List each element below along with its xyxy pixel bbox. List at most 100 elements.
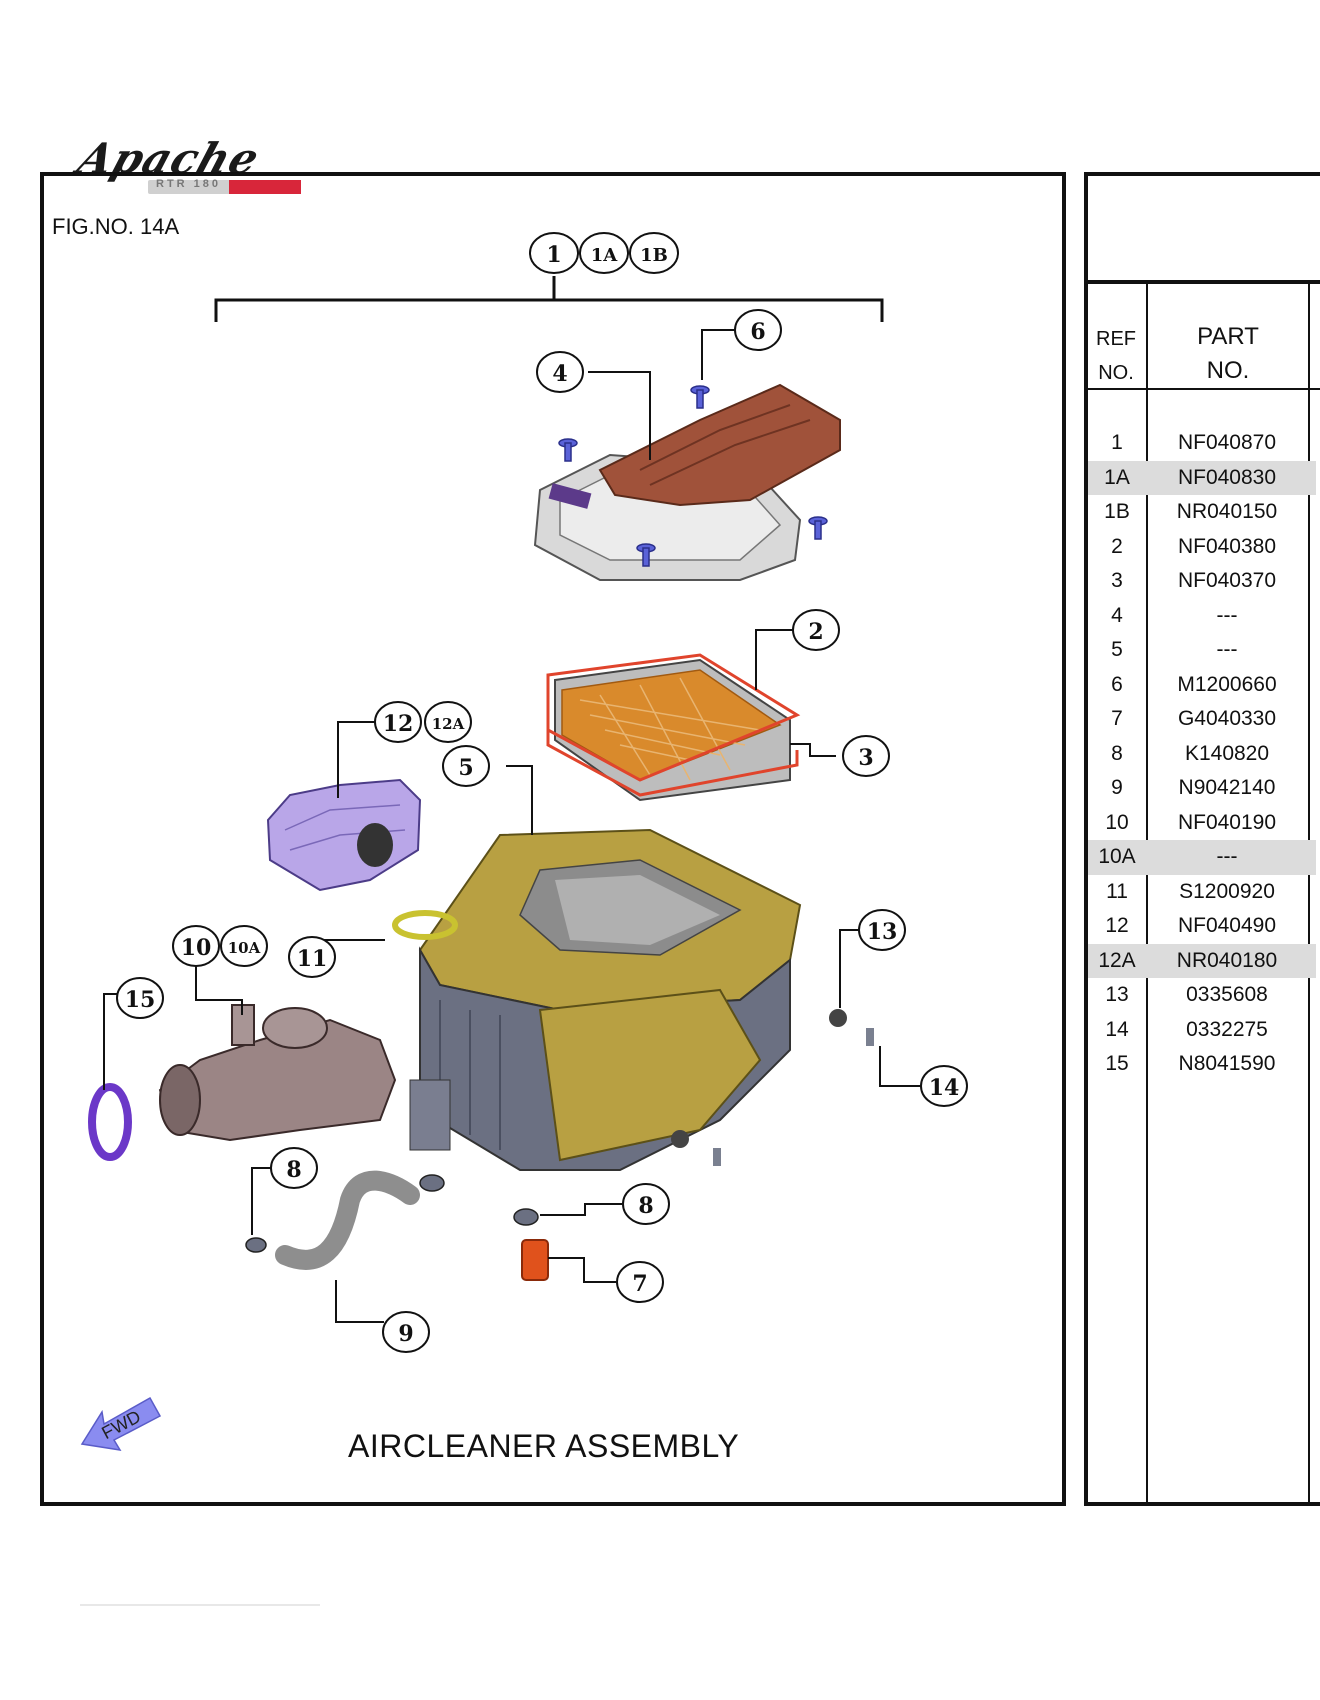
callout-13: 13 — [858, 909, 906, 951]
ref-no-cell: 3 — [1111, 569, 1123, 593]
logo-subtitle: RTR 180 — [156, 178, 222, 190]
svg-text:2: 2 — [808, 619, 823, 645]
table-column-divider — [1146, 282, 1148, 1504]
svg-text:1A: 1A — [591, 245, 619, 266]
ref-no-cell: 6 — [1111, 672, 1123, 696]
duct-clamp — [88, 1083, 132, 1161]
ref-no-cell: 1A — [1104, 465, 1130, 489]
part-no-cell: NR040150 — [1176, 500, 1278, 524]
part-no-cell: NR040180 — [1176, 948, 1278, 972]
callout-15: 15 — [116, 977, 164, 1019]
table-row: 5--- — [1088, 633, 1316, 668]
table-header-rule — [1084, 280, 1320, 284]
screw-icon — [636, 543, 656, 567]
ref-no-cell: 11 — [1106, 879, 1128, 903]
table-row: 4 --- — [1088, 599, 1316, 634]
header-ref-line2: NO. — [1098, 362, 1134, 384]
part-no-cell: NF040870 — [1177, 431, 1277, 455]
washer-and-bolt — [671, 1009, 874, 1166]
figure-frame — [40, 172, 1066, 1506]
airbox-housing — [409, 828, 802, 1171]
table-row: 10A--- — [1088, 840, 1316, 875]
callout-9: 9 — [382, 1311, 430, 1353]
hose-clips — [245, 1174, 539, 1253]
drain-tube — [275, 1170, 420, 1270]
assembly-title: AIRCLEANER ASSEMBLY — [348, 1428, 740, 1464]
part-no-cell: --- — [1216, 845, 1238, 869]
svg-text:7: 7 — [632, 1271, 647, 1297]
ref-no-cell: 9 — [1111, 776, 1123, 800]
callout-10: 10 — [172, 925, 220, 967]
header-ref-no: REF NO. — [1086, 322, 1146, 390]
table-row: 1B NR040150 — [1088, 495, 1316, 530]
callout-8: 8 — [622, 1183, 670, 1225]
hose-clamp — [392, 910, 458, 940]
header-part-line2: NO. — [1206, 357, 1250, 384]
table-row: 6 M1200660 — [1088, 668, 1316, 703]
screws — [558, 385, 828, 567]
callout-6: 6 — [734, 309, 782, 351]
svg-text:1: 1 — [546, 242, 561, 268]
part-no-cell: NF040370 — [1177, 569, 1277, 593]
svg-text:6: 6 — [750, 319, 765, 345]
svg-text:4: 4 — [552, 361, 567, 387]
part-no-cell: K140820 — [1184, 741, 1270, 765]
part-no-cell: N8041590 — [1178, 1052, 1276, 1076]
callout-3: 3 — [842, 735, 890, 777]
svg-text:12: 12 — [383, 711, 414, 737]
intake-snorkel — [266, 778, 422, 892]
callout-1: 1 — [529, 232, 579, 274]
callout-11: 11 — [288, 936, 336, 978]
callout-5: 5 — [442, 745, 490, 787]
screw-icon — [808, 516, 828, 540]
callout-14: 14 — [920, 1065, 968, 1107]
callout-7: 7 — [616, 1261, 664, 1303]
ref-no-cell: 4 — [1111, 603, 1123, 627]
ref-no-cell: 7 — [1111, 707, 1123, 731]
svg-text:3: 3 — [858, 745, 873, 771]
svg-text:10: 10 — [181, 935, 212, 961]
callout-12: 12 — [374, 701, 422, 743]
part-no-cell: --- — [1216, 638, 1238, 662]
svg-text:11: 11 — [297, 946, 328, 972]
header-ref-line1: REF — [1096, 328, 1136, 350]
part-no-cell: NF040190 — [1177, 810, 1277, 834]
air-filter-element — [546, 653, 801, 802]
header-part-no: PART NO. — [1148, 320, 1308, 388]
svg-text:5: 5 — [458, 755, 473, 781]
table-column-divider — [1308, 282, 1310, 1504]
part-no-cell: M1200660 — [1177, 672, 1277, 696]
svg-text:13: 13 — [867, 919, 898, 945]
intake-duct — [158, 1004, 397, 1142]
airbox-cover — [533, 383, 841, 581]
logo-stripe — [148, 180, 328, 194]
ref-no-cell: 14 — [1105, 1017, 1129, 1041]
ref-no-cell: 12A — [1098, 948, 1136, 972]
exploded-diagram: 1 1A 1B 2 3 4 5 6 7 8 8 9 10 10A 11 12 1… — [88, 232, 968, 1353]
table-header-rule-bottom — [1084, 388, 1320, 390]
ref-no-cell: 8 — [1111, 741, 1123, 765]
part-no-cell: S1200920 — [1179, 879, 1275, 903]
parts-table-frame — [1084, 172, 1320, 1506]
svg-text:10A: 10A — [228, 939, 261, 957]
table-row: 1A NF040830 — [1088, 460, 1316, 495]
svg-text:8: 8 — [638, 1193, 653, 1219]
svg-text:12A: 12A — [432, 715, 465, 733]
svg-text:8: 8 — [286, 1157, 301, 1183]
apache-logo: Apache RTR 180 — [72, 134, 328, 204]
leader-lines — [103, 329, 922, 1323]
part-no-cell: --- — [1216, 603, 1238, 627]
ref-no-cell: 1B — [1104, 500, 1130, 524]
svg-text:FWD: FWD — [98, 1406, 144, 1443]
part-no-cell: NF040830 — [1177, 465, 1277, 489]
table-row: 11 S1200920 — [1088, 875, 1316, 910]
fwd-arrow-icon: FWD — [80, 1396, 162, 1451]
